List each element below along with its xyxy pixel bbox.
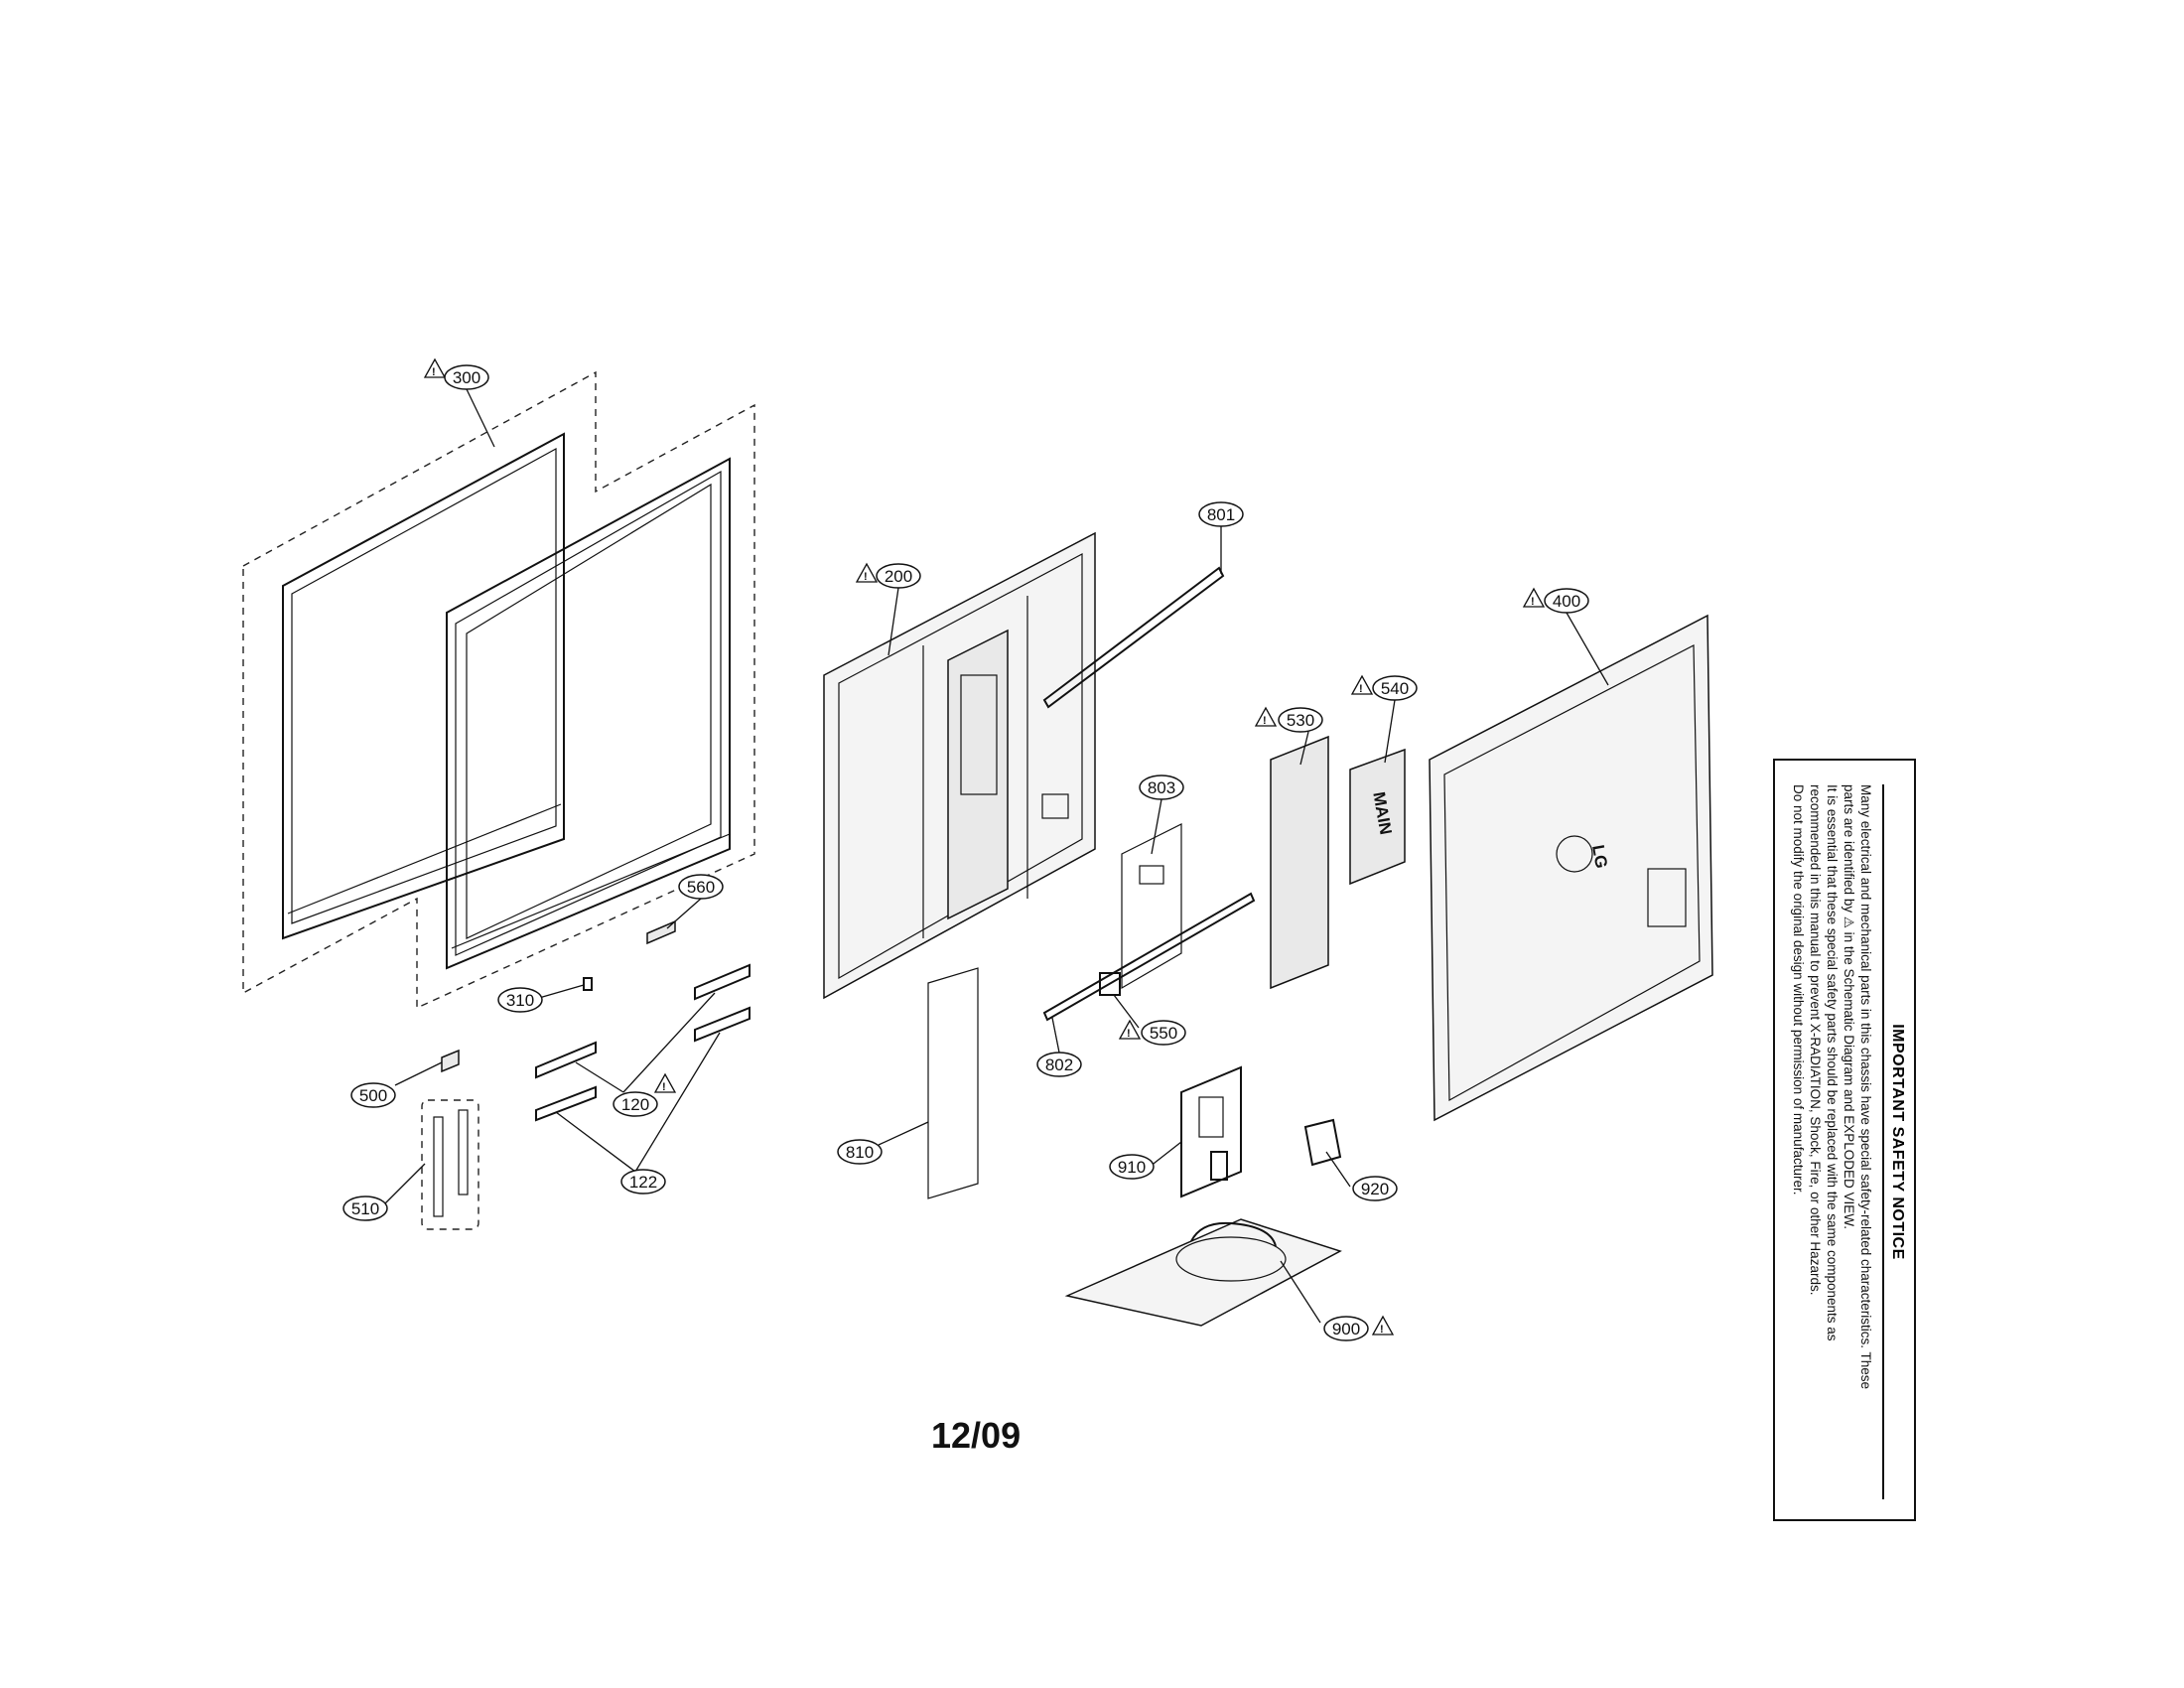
- callout-910: 910: [1109, 1154, 1155, 1180]
- warning-icon: !: [1359, 683, 1363, 695]
- part-310-clip: [583, 977, 593, 991]
- callout-label: 200: [885, 567, 912, 586]
- callout-122: 122: [620, 1169, 666, 1195]
- part-120-speakers: [535, 963, 751, 1079]
- callout-label: 300: [453, 368, 480, 387]
- part-550-connector: [1099, 972, 1121, 996]
- callout-310: 310: [497, 987, 543, 1013]
- part-803-vertical-bracket: [1121, 823, 1182, 990]
- part-300-front-bezel-group: [242, 370, 755, 1010]
- callout-label: 500: [359, 1086, 387, 1105]
- callout-803: 803: [1139, 774, 1184, 800]
- safety-notice-line: parts are identified by ⚠ in the Schemat…: [1842, 784, 1856, 1230]
- callout-label: 510: [351, 1199, 379, 1218]
- warning-icon: !: [1531, 596, 1535, 608]
- safety-notice-box: IMPORTANT SAFETY NOTICE Many electrical …: [1773, 759, 1916, 1521]
- part-810-shield-plate: [927, 967, 979, 1199]
- callout-510: 510: [342, 1196, 388, 1221]
- callout-label: 802: [1045, 1055, 1073, 1074]
- callout-400: ! 400: [1522, 587, 1589, 614]
- back-cover-logo: LG: [1588, 843, 1611, 870]
- safety-notice-title: IMPORTANT SAFETY NOTICE: [1882, 784, 1906, 1499]
- warning-icon: !: [432, 366, 436, 378]
- callout-200: ! 200: [855, 562, 921, 589]
- callout-300: ! 300: [423, 357, 489, 390]
- callout-540: ! 540: [1350, 674, 1418, 701]
- warning-icon: !: [1380, 1324, 1384, 1336]
- warning-icon: !: [864, 571, 868, 583]
- part-510-strip-group: [421, 1099, 479, 1230]
- callout-label: 550: [1150, 1024, 1177, 1043]
- part-540-main-board: MAIN: [1349, 748, 1406, 886]
- callout-920: 920: [1352, 1176, 1398, 1201]
- part-910-stand-bracket: [1180, 1065, 1242, 1198]
- warning-icon: !: [1263, 715, 1267, 727]
- callout-label: 803: [1148, 778, 1175, 797]
- callout-label: 400: [1553, 592, 1580, 611]
- callout-label: 120: [621, 1095, 649, 1114]
- safety-notice-line: Do not modify the original design withou…: [1791, 784, 1806, 1196]
- callout-label: 801: [1207, 505, 1235, 524]
- part-802-horizontal-bracket: [1042, 892, 1256, 1022]
- safety-notice-line: recommended in this manual to prevent X-…: [1808, 784, 1823, 1296]
- callout-120: 120 !: [613, 1072, 677, 1117]
- warning-icon: !: [1127, 1028, 1131, 1040]
- callout-801: 801: [1198, 501, 1244, 527]
- callout-900: 900 !: [1323, 1315, 1395, 1341]
- callout-530: ! 530: [1254, 706, 1323, 733]
- part-920-stand-neck: [1303, 1118, 1342, 1167]
- callout-label: 530: [1287, 711, 1314, 730]
- callout-label: 810: [846, 1143, 874, 1162]
- part-530-board: [1270, 735, 1329, 990]
- callout-label: 540: [1381, 679, 1409, 698]
- part-500-small-part: [441, 1049, 460, 1073]
- callout-label: 122: [629, 1173, 657, 1192]
- part-900-stand-base: [1064, 1218, 1342, 1327]
- safety-notice-line: Many electrical and mechanical parts in …: [1858, 784, 1873, 1390]
- part-122-speaker-brackets: [535, 1006, 751, 1122]
- safety-notice-content: IMPORTANT SAFETY NOTICE Many electrical …: [1781, 774, 1912, 1509]
- part-400-back-cover: LG: [1429, 614, 1713, 1122]
- callout-802: 802: [1036, 1052, 1082, 1077]
- safety-notice-line: It is essential that these special safet…: [1825, 784, 1840, 1341]
- callout-label: 310: [506, 991, 534, 1010]
- callout-500: 500: [350, 1082, 396, 1108]
- callout-550: ! 550: [1118, 1019, 1186, 1046]
- callout-label: 910: [1118, 1158, 1146, 1177]
- callout-label: 900: [1332, 1320, 1360, 1338]
- leader-lines: [381, 388, 1609, 1324]
- part-801-bracket-bar: [1042, 566, 1225, 709]
- callout-label: 920: [1361, 1180, 1389, 1198]
- warning-icon: !: [662, 1081, 666, 1093]
- part-200-chassis-frame: [823, 531, 1096, 1000]
- callout-label: 560: [687, 878, 715, 897]
- callout-560: 560: [678, 874, 724, 900]
- callout-810: 810: [837, 1139, 883, 1165]
- revision-date: 12/09: [931, 1415, 1022, 1456]
